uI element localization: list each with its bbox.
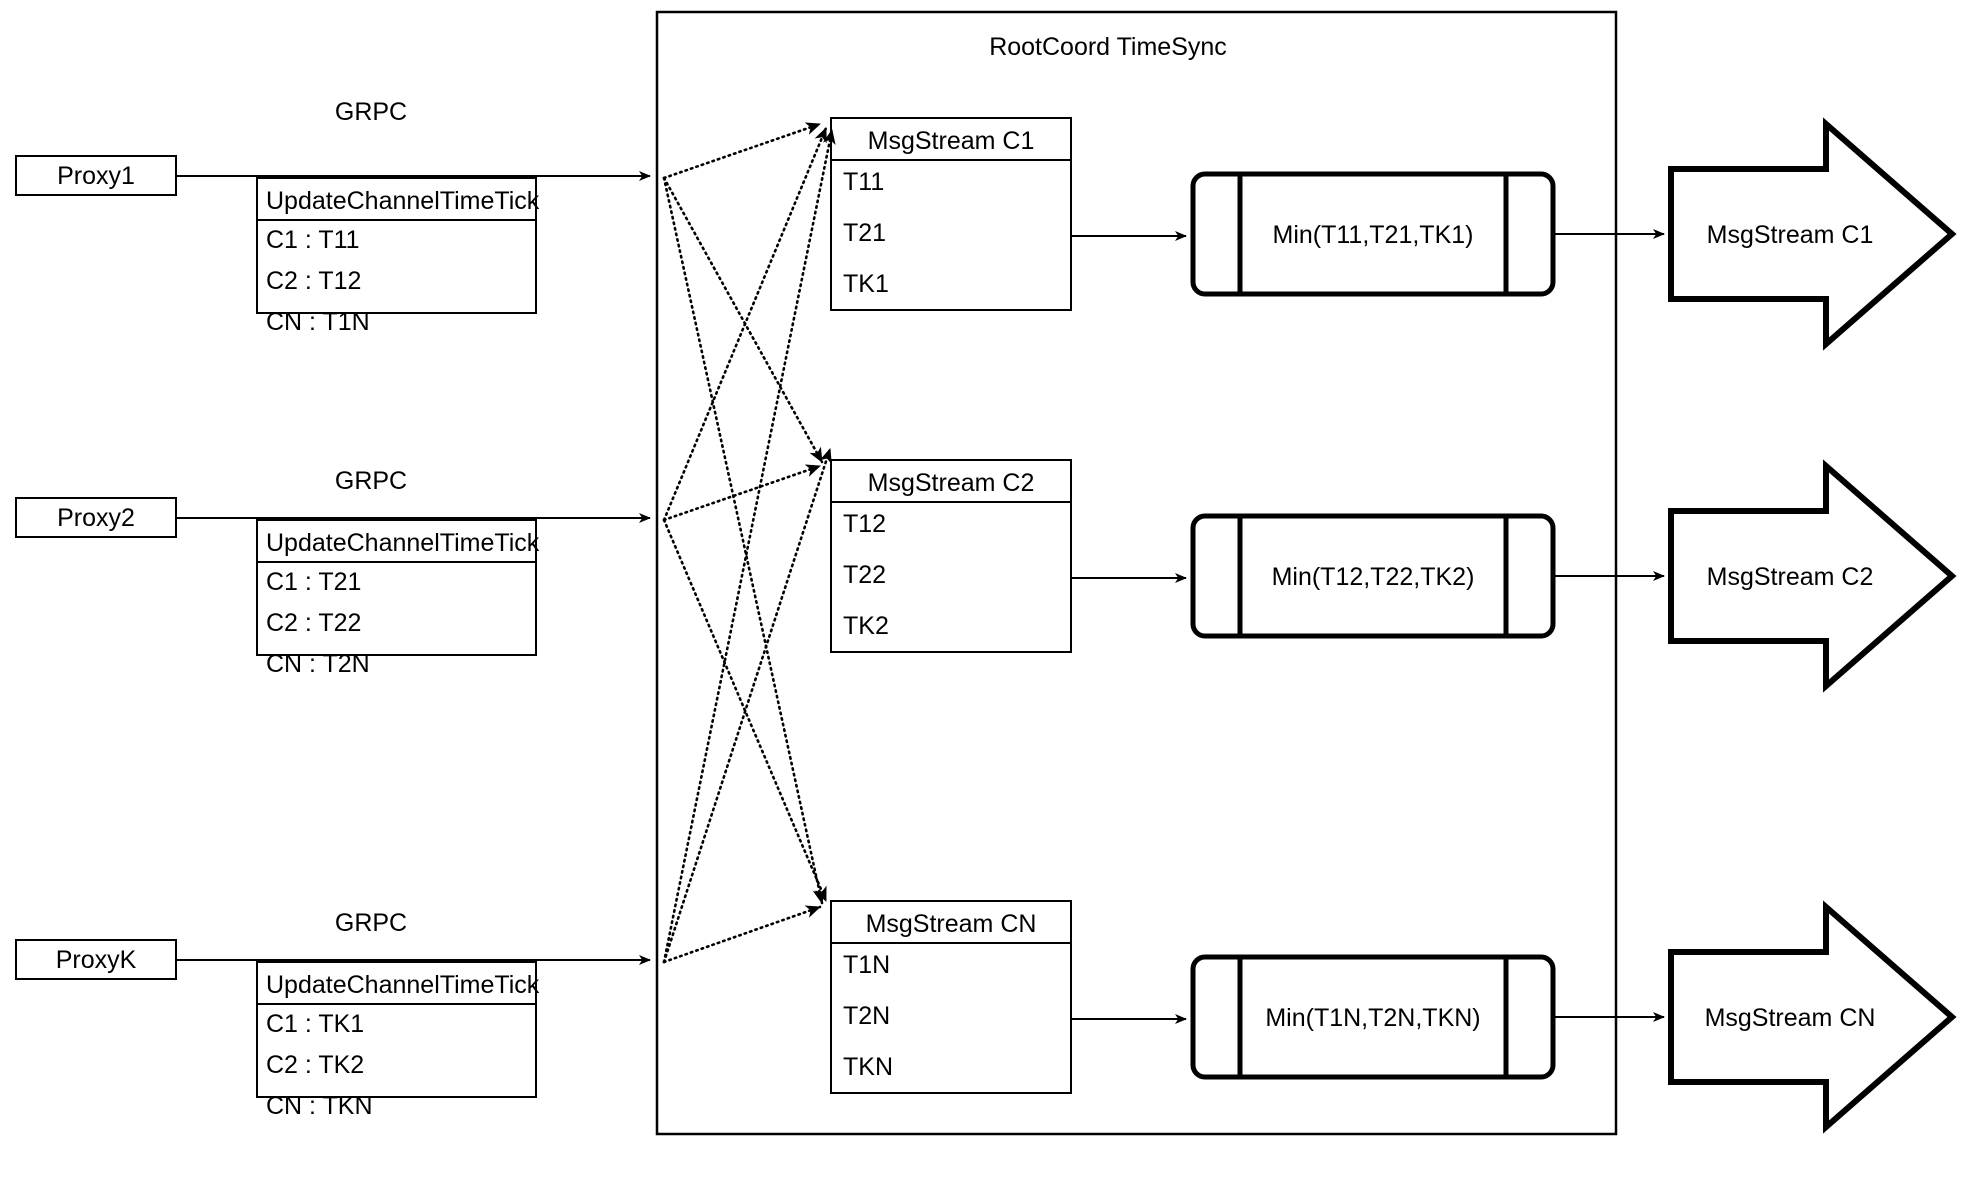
output-block-arrow-1 bbox=[1668, 117, 1957, 351]
msgstream-box-3 bbox=[830, 900, 1072, 1094]
request-box-2 bbox=[256, 519, 537, 656]
msgstream-header-3: MsgStream CN bbox=[866, 910, 1037, 938]
request-box-3 bbox=[256, 961, 537, 1098]
grpc-label-1: GRPC bbox=[335, 98, 407, 126]
request-header-1: UpdateChannelTimeTick bbox=[266, 187, 540, 215]
request-header-3: UpdateChannelTimeTick bbox=[266, 971, 540, 999]
grpc-label-2: GRPC bbox=[335, 467, 407, 495]
output-block-arrow-2 bbox=[1668, 459, 1957, 693]
rootcoord-timesync-container: RootCoord TimeSync bbox=[655, 10, 1618, 1136]
proxy-group-1: Proxy1 GRPC UpdateChannelTimeTick C1 : T… bbox=[15, 98, 651, 336]
msgstream-header-1: MsgStream C1 bbox=[868, 127, 1035, 155]
output-label-3: MsgStream CN bbox=[1705, 1004, 1876, 1032]
output-label-2: MsgStream C2 bbox=[1707, 563, 1874, 591]
proxy-box-1[interactable] bbox=[15, 155, 177, 196]
request-row-2-0: C1 : T21 bbox=[266, 568, 361, 596]
fanout-edge-p1-cn bbox=[662, 176, 826, 905]
msgstream-row-2-2: TK2 bbox=[843, 612, 889, 640]
msgstream-row-1-2: TK1 bbox=[843, 270, 889, 298]
container-title: RootCoord TimeSync bbox=[989, 33, 1227, 61]
fanout-edge-p1-c2 bbox=[662, 176, 824, 464]
msgstream-row-1-0: T11 bbox=[843, 168, 884, 196]
request-row-3-0: C1 : TK1 bbox=[266, 1010, 364, 1038]
msgstream-row-3-1: T2N bbox=[843, 1002, 890, 1030]
request-box-1 bbox=[256, 177, 537, 314]
msgstream-row-1-1: T21 bbox=[843, 219, 886, 247]
proxy-label-2: Proxy2 bbox=[57, 504, 135, 532]
timetick-fanout-edges bbox=[662, 122, 836, 964]
msgstream-row-3-0: T1N bbox=[843, 951, 890, 979]
process-label-3: Min(T1N,T2N,TKN) bbox=[1265, 1004, 1480, 1032]
request-row-3-2: CN : TKN bbox=[266, 1092, 373, 1120]
proxy-group-3: ProxyK GRPC UpdateChannelTimeTick C1 : T… bbox=[15, 909, 651, 1120]
msgstream-row-2-0: T12 bbox=[843, 510, 886, 538]
request-row-3-1: C2 : TK2 bbox=[266, 1051, 364, 1079]
request-row-2-1: C2 : T22 bbox=[266, 609, 361, 637]
proxy-label-1: Proxy1 bbox=[57, 162, 135, 190]
channel-group-1: MsgStream C1 T11 T21 TK1 Min(T11,T21,TK1… bbox=[830, 117, 1957, 351]
process-label-1: Min(T11,T21,TK1) bbox=[1273, 221, 1474, 249]
channel-group-3: MsgStream CN T1N T2N TKN Min(T1N,T2N,TKN… bbox=[830, 900, 1957, 1134]
process-label-2: Min(T12,T22,TK2) bbox=[1272, 563, 1475, 591]
request-row-1-0: C1 : T11 bbox=[266, 226, 360, 254]
fanout-edge-pk-cn bbox=[662, 905, 822, 964]
fanout-edge-pk-c1 bbox=[662, 128, 836, 964]
output-block-arrow-3 bbox=[1668, 900, 1957, 1134]
fanout-edge-p2-c2 bbox=[662, 464, 822, 522]
fanout-edge-p2-c1 bbox=[662, 126, 828, 522]
grpc-label-3: GRPC bbox=[335, 909, 407, 937]
output-label-1: MsgStream C1 bbox=[1707, 221, 1874, 249]
msgstream-box-1 bbox=[830, 117, 1072, 311]
request-row-2-2: CN : T2N bbox=[266, 650, 370, 678]
request-row-1-2: CN : T1N bbox=[266, 308, 370, 336]
proxy-box-2[interactable] bbox=[15, 497, 177, 538]
msgstream-header-2: MsgStream C2 bbox=[868, 469, 1035, 497]
request-header-2: UpdateChannelTimeTick bbox=[266, 529, 540, 557]
proxy-group-2: Proxy2 GRPC UpdateChannelTimeTick C1 : T… bbox=[15, 467, 651, 678]
fanout-edge-p1-c1 bbox=[662, 122, 822, 180]
msgstream-row-2-1: T22 bbox=[843, 561, 886, 589]
msgstream-box-2 bbox=[830, 459, 1072, 653]
fanout-edge-pk-c2 bbox=[662, 447, 832, 964]
msgstream-row-3-2: TKN bbox=[843, 1053, 893, 1081]
request-row-1-1: C2 : T12 bbox=[266, 267, 361, 295]
proxy-label-3: ProxyK bbox=[56, 946, 137, 974]
channel-group-2: MsgStream C2 T12 T22 TK2 Min(T12,T22,TK2… bbox=[830, 459, 1957, 693]
